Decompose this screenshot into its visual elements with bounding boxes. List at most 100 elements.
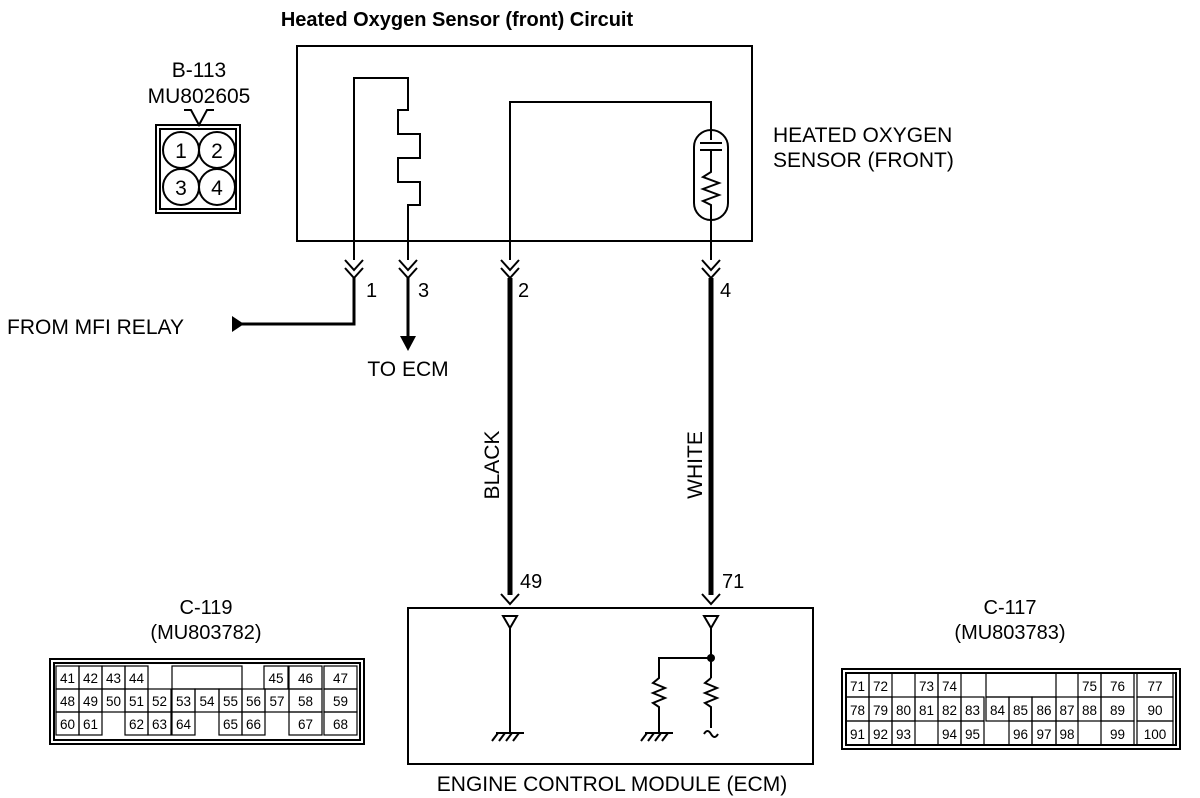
pin-cell (1136, 720, 1174, 746)
from-relay-label: FROM MFI RELAY (7, 316, 184, 339)
pin-number: 65 (223, 717, 238, 732)
pin-number: 46 (298, 671, 313, 686)
pin-number: 90 (1147, 703, 1162, 718)
pin-cell (147, 711, 172, 736)
oxygen-sensing-element (509, 101, 729, 260)
pin-number-1: 1 (366, 280, 377, 302)
to-ecm-wire (400, 278, 416, 351)
pin-number: 100 (1144, 727, 1167, 742)
c117-part: (MU803783) (954, 622, 1065, 644)
pin-number: 80 (896, 703, 911, 718)
pin-number: 88 (1082, 703, 1097, 718)
pin-number: 73 (919, 679, 934, 694)
pin-number: 77 (1147, 679, 1162, 694)
pin-number: 71 (850, 679, 865, 694)
sensor-pin-label: 1 (175, 140, 187, 163)
pin-number: 48 (60, 694, 75, 709)
sensor-connector-part: MU802605 (148, 85, 251, 108)
sensor-connector-id: B-113 (172, 59, 226, 82)
pin-number: 98 (1059, 727, 1074, 742)
white-wire-label: WHITE (684, 431, 707, 499)
pin-number-4: 4 (720, 280, 731, 302)
pin-number: 67 (298, 717, 313, 732)
pin-number-3: 3 (418, 280, 429, 302)
blank-slot (171, 665, 243, 690)
c119-part: (MU803782) (150, 622, 261, 644)
pin-number: 94 (942, 727, 958, 742)
pin-number: 58 (298, 694, 313, 709)
pin-number: 83 (965, 703, 980, 718)
pin-number: 45 (268, 671, 283, 686)
sensor-label-line2: SENSOR (FRONT) (773, 149, 954, 172)
ecm-label: ENGINE CONTROL MODULE (ECM) (437, 773, 787, 796)
pin-number: 68 (333, 717, 348, 732)
pin-number: 92 (873, 727, 888, 742)
pin-number: 62 (129, 717, 144, 732)
pin-number: 54 (199, 694, 215, 709)
sensor-connector-face (155, 109, 241, 214)
pin-number: 49 (83, 694, 98, 709)
pin-cell (1055, 720, 1079, 746)
c117-connector-face (841, 668, 1181, 750)
pin-number: 44 (129, 671, 145, 686)
pin-number: 95 (965, 727, 980, 742)
pin-number: 75 (1082, 679, 1097, 694)
pin-number: 97 (1036, 727, 1051, 742)
pin-number: 43 (106, 671, 121, 686)
pin-number: 56 (246, 694, 261, 709)
pin-number: 93 (896, 727, 911, 742)
sensor-label-line1: HEATED OXYGEN (773, 124, 952, 147)
pin-number: 85 (1013, 703, 1028, 718)
pin-number: 84 (990, 703, 1006, 718)
pin-number: 82 (942, 703, 957, 718)
pin-cell (323, 711, 358, 736)
pin-number: 86 (1036, 703, 1051, 718)
pin-number: 57 (269, 694, 284, 709)
pin-number: 52 (152, 694, 167, 709)
pin-number: 99 (1110, 727, 1125, 742)
pin-number: 51 (129, 694, 144, 709)
pin-cell (1100, 720, 1135, 746)
sensor-pin-label: 3 (175, 177, 187, 200)
pin-number: 72 (873, 679, 888, 694)
ecm-pin-71: 71 (722, 571, 744, 593)
pin-number: 47 (333, 671, 348, 686)
c119-id: C-119 (180, 597, 233, 619)
sensor-pin-label: 4 (211, 177, 223, 200)
pin-cell (78, 711, 103, 736)
blank-slot (985, 672, 1057, 698)
pin-cell (960, 720, 985, 746)
black-wire-label: BLACK (481, 431, 504, 500)
pin-number: 89 (1110, 703, 1125, 718)
c119-connector-face (49, 658, 365, 745)
pin-number: 61 (83, 717, 98, 732)
pin-cell (241, 711, 266, 736)
diagram-title: Heated Oxygen Sensor (front) Circuit (281, 9, 634, 31)
pin-number: 66 (246, 717, 261, 732)
pin-number: 78 (850, 703, 865, 718)
pin-number: 74 (942, 679, 958, 694)
ecm-pin-49: 49 (520, 571, 542, 593)
pin-cell (288, 711, 323, 736)
pin-cell (891, 720, 916, 746)
c117-id: C-117 (984, 597, 1037, 619)
pin-number: 42 (83, 671, 98, 686)
ecm-junction-dot (707, 654, 715, 662)
to-ecm-label: TO ECM (367, 358, 448, 381)
pin-number: 41 (60, 671, 75, 686)
ecm-internal-circuit (491, 615, 720, 742)
heater-element (353, 77, 421, 260)
pin-number: 64 (176, 717, 192, 732)
pin-chevrons (344, 259, 721, 280)
ecm-box (407, 607, 814, 765)
relay-wire (232, 278, 356, 332)
pin-number: 81 (919, 703, 934, 718)
pin-number: 60 (60, 717, 75, 732)
pin-number: 79 (873, 703, 888, 718)
pin-number: 59 (333, 694, 348, 709)
pin-number: 63 (152, 717, 167, 732)
sensor-box (296, 45, 753, 242)
